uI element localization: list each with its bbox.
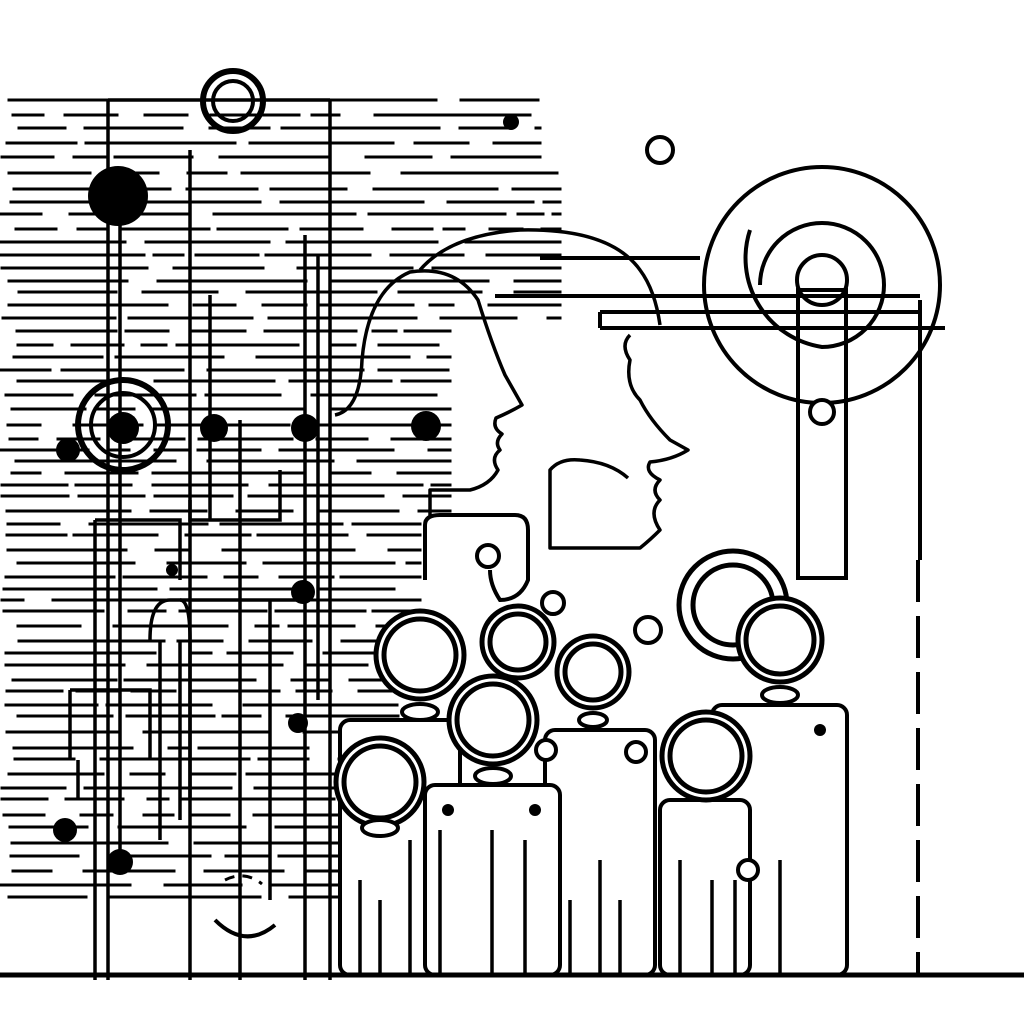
target-structure xyxy=(495,165,945,580)
smile-arc xyxy=(213,918,277,939)
head-rings xyxy=(333,548,825,829)
body-dots xyxy=(442,724,826,816)
right-face-profile xyxy=(548,333,690,550)
hollow-dots xyxy=(475,135,760,882)
spiral-arc xyxy=(743,221,886,350)
head-arc xyxy=(418,228,662,326)
face-profiles xyxy=(334,228,690,560)
vertical-column xyxy=(796,288,848,580)
left-rings xyxy=(75,68,266,473)
body-hatching xyxy=(358,830,782,975)
small-ring xyxy=(795,253,849,307)
necks xyxy=(360,685,800,838)
solid-dots xyxy=(53,114,519,875)
vertical-circuit-lines xyxy=(68,98,332,980)
left-face-profile xyxy=(334,269,524,560)
